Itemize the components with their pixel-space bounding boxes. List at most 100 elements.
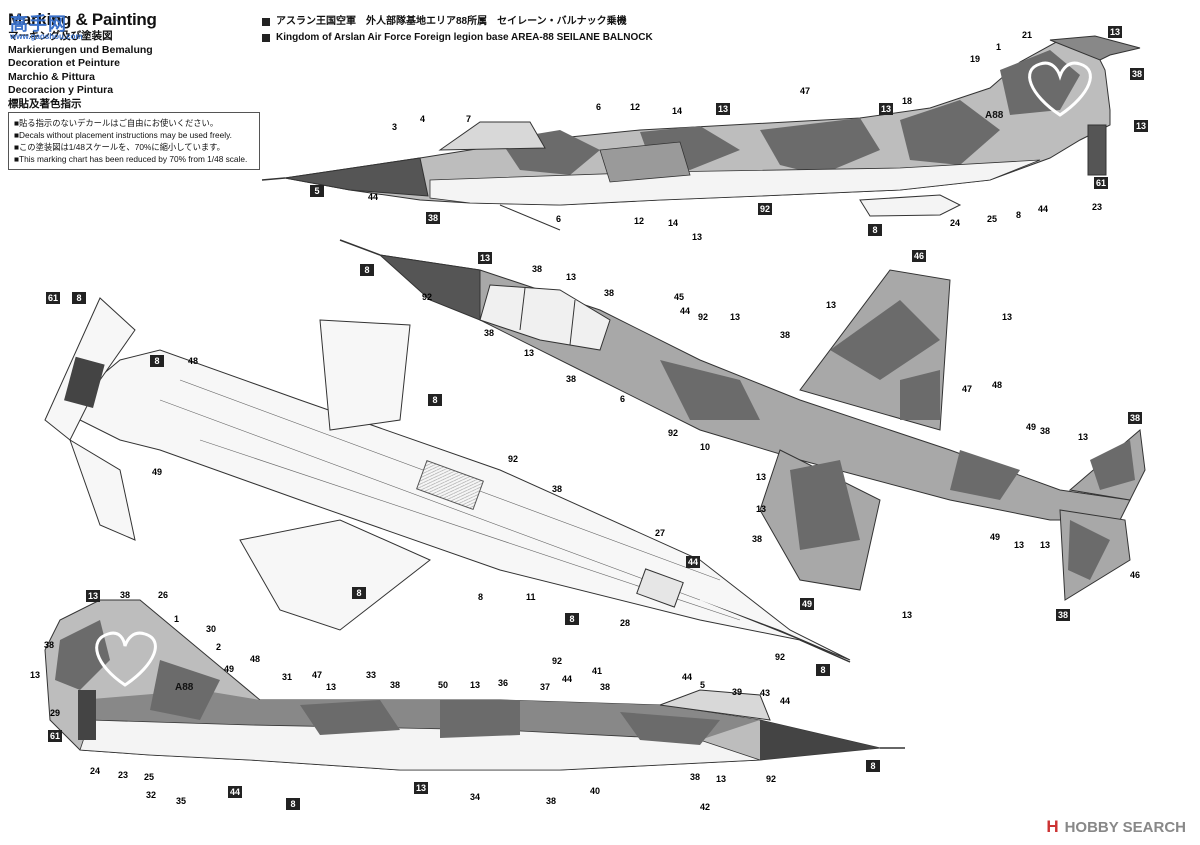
- callout-group: 5 92 8 13 38 13 61 13 13 38 44 6 12 14 1…: [30, 26, 1148, 812]
- callout-label: 40: [590, 786, 600, 796]
- callout-label: 46: [912, 250, 926, 262]
- callout-label: 25: [987, 214, 997, 224]
- callout-label: 1: [996, 42, 1001, 52]
- callout-label: 27: [655, 528, 665, 538]
- svg-text:8: 8: [872, 225, 877, 235]
- callout-label: 38: [390, 680, 400, 690]
- callout-label: 38: [426, 212, 440, 224]
- svg-text:46: 46: [914, 251, 924, 261]
- callout-label: 49: [152, 467, 162, 477]
- svg-text:92: 92: [760, 204, 770, 214]
- callout-label: 8: [360, 264, 374, 276]
- callout-label: 10: [700, 442, 710, 452]
- callout-label: 38: [604, 288, 614, 298]
- svg-text:8: 8: [290, 799, 295, 809]
- callout-label: 49: [800, 598, 814, 610]
- callout-label: 42: [700, 802, 710, 812]
- heart-emblem-bottom: [95, 631, 157, 687]
- callout-label: 92: [698, 312, 708, 322]
- side-view-bottom: A88: [44, 599, 905, 771]
- callout-label: 24: [950, 218, 960, 228]
- callout-label: 48: [188, 356, 198, 366]
- watermark-site: HOBBY SEARCH: [1064, 818, 1186, 836]
- callout-label: 44: [1038, 204, 1048, 214]
- callout-label: 23: [1092, 202, 1102, 212]
- callout-label: 3: [392, 122, 397, 132]
- svg-text:44: 44: [230, 787, 240, 797]
- callout-label: 38: [1040, 426, 1050, 436]
- callout-label: 38: [532, 264, 542, 274]
- callout-label: 45: [674, 292, 684, 302]
- callout-label: 38: [600, 682, 610, 692]
- svg-text:13: 13: [881, 104, 891, 114]
- side-view-top: A88: [261, 35, 1141, 231]
- bullet-icon: [262, 18, 270, 26]
- callout-label: 8: [352, 587, 366, 599]
- callout-label: 38: [44, 640, 54, 650]
- callout-label: 28: [620, 618, 630, 628]
- callout-label: 31: [282, 672, 292, 682]
- svg-text:8: 8: [154, 356, 159, 366]
- tail-fin-top: [1049, 35, 1141, 61]
- svg-text:38: 38: [1058, 610, 1068, 620]
- callout-label: 8: [868, 224, 882, 236]
- svg-text:13: 13: [480, 253, 490, 263]
- callout-label: 44: [780, 696, 790, 706]
- callout-label: 36: [498, 678, 508, 688]
- header-line-fr: Decoration et Peinture: [8, 57, 121, 69]
- callout-label: 14: [672, 106, 682, 116]
- callout-label: 13: [326, 682, 336, 692]
- canopy-upper: [479, 284, 611, 351]
- svg-text:13: 13: [416, 783, 426, 793]
- callout-label: 4: [420, 114, 425, 124]
- callout-label: 92: [758, 203, 772, 215]
- callout-label: 13: [756, 504, 766, 514]
- callout-label: 38: [780, 330, 790, 340]
- callout-label: 6: [556, 214, 561, 224]
- svg-text:13: 13: [1110, 27, 1120, 37]
- callout-label: 34: [470, 792, 480, 802]
- callout-label: 48: [992, 380, 1002, 390]
- callout-label: 39: [732, 687, 742, 697]
- callout-label: 13: [478, 252, 492, 264]
- svg-text:8: 8: [870, 761, 875, 771]
- callout-label: 14: [668, 218, 678, 228]
- callout-label: 23: [118, 770, 128, 780]
- svg-text:8: 8: [76, 293, 81, 303]
- callout-label: 13: [730, 312, 740, 322]
- header-line-es: Decoracion y Pintura: [8, 84, 114, 96]
- callout-label: 13: [716, 774, 726, 784]
- callout-label: 24: [90, 766, 100, 776]
- callout-label: 44: [368, 192, 378, 202]
- callout-label: 30: [206, 624, 216, 634]
- callout-label: 8: [1016, 210, 1021, 220]
- nose-cone-top: [284, 157, 429, 197]
- callout-label: 13: [566, 272, 576, 282]
- callout-label: 38: [690, 772, 700, 782]
- heart-emblem-top: [1028, 61, 1092, 117]
- callout-label: 92: [422, 292, 432, 302]
- callout-label: 49: [224, 664, 234, 674]
- header-block: Marking & Painting マーキング及び塗装図 Markierung…: [8, 10, 158, 111]
- callout-label: 13: [1002, 312, 1012, 322]
- callout-label: 38: [1130, 68, 1144, 80]
- callout-label: 44: [686, 556, 700, 568]
- callout-label: 29: [50, 708, 60, 718]
- callout-label: 13: [1078, 432, 1088, 442]
- svg-text:61: 61: [1096, 178, 1106, 188]
- header-line-cn: 標貼及著色指示: [8, 97, 82, 110]
- caption-en: Kingdom of Arslan Air Force Foreign legi…: [276, 32, 653, 43]
- canopy-bottom: [659, 689, 771, 721]
- header-line-it: Marchio & Pittura: [8, 70, 95, 83]
- plan-view-underside: [44, 297, 851, 663]
- svg-text:38: 38: [1130, 413, 1140, 423]
- site-logo-text: 高手网: [10, 14, 67, 35]
- callout-label: 8: [816, 664, 830, 676]
- callout-label: 38: [566, 374, 576, 384]
- callout-label: 61: [1094, 177, 1108, 189]
- callout-label: 1: [174, 614, 179, 624]
- callout-label: 38: [484, 328, 494, 338]
- callout-label: 37: [540, 682, 550, 692]
- callout-label: 21: [1022, 30, 1032, 40]
